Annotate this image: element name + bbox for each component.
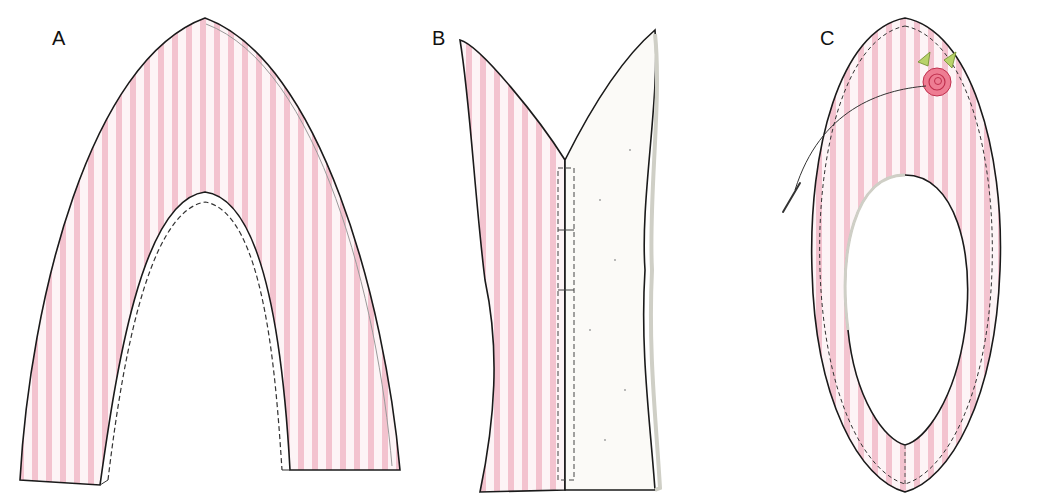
stitch-line (820, 26, 993, 484)
fabric-striped-half (460, 40, 565, 492)
needle (783, 183, 800, 212)
stitch-end (100, 470, 290, 485)
fabric-lining-half (565, 30, 656, 490)
stitch-line (108, 202, 282, 480)
seam-stitch (558, 168, 574, 480)
seam-line (905, 445, 906, 484)
piece-b (460, 30, 660, 492)
rose-embroidery (918, 52, 956, 96)
thread (795, 86, 926, 190)
fabric-arch (20, 18, 400, 485)
step-letter: A (52, 28, 65, 48)
seam-tack (558, 230, 574, 290)
lining-edge (845, 175, 905, 330)
fabric-edge (206, 24, 392, 466)
piece-c (783, 18, 1000, 492)
lining-dots (589, 149, 631, 441)
piece-a (20, 18, 400, 485)
step-letter: C (820, 28, 834, 48)
step-letter: B (432, 28, 445, 48)
lining-edge (651, 34, 660, 490)
